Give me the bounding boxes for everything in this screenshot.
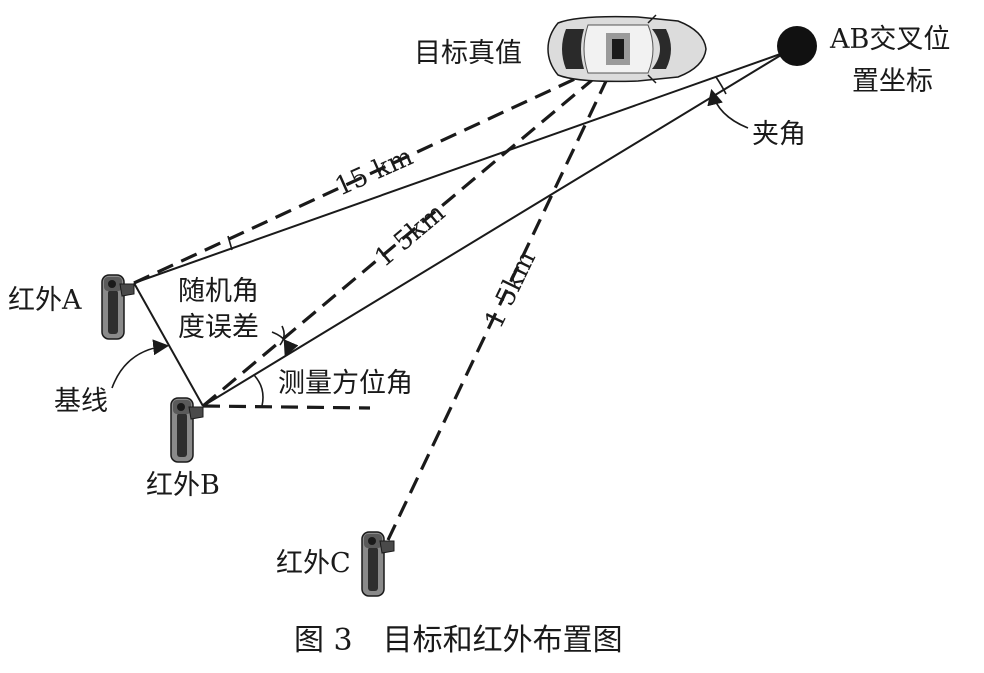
baseline-label: 基线 bbox=[54, 386, 108, 417]
random-error-label-line2: 度误差 bbox=[178, 312, 259, 343]
bearing-line-a bbox=[133, 51, 787, 284]
target-label: 目标真值 bbox=[414, 38, 522, 69]
distance-line-b bbox=[201, 58, 618, 408]
figure-caption: 图 3 目标和红外布置图 bbox=[294, 623, 623, 658]
baseline-arrow bbox=[111, 339, 170, 389]
distance-label-c: 1 5km bbox=[479, 246, 542, 333]
bearing-angle-label: 测量方位角 bbox=[278, 368, 413, 399]
random-error-arc bbox=[279, 325, 285, 346]
bearing-reference-line bbox=[202, 404, 371, 410]
distance-line-c bbox=[386, 59, 618, 541]
included-angle-arc bbox=[715, 76, 727, 95]
bearing-angle-arc bbox=[253, 374, 264, 407]
included-angle-arrow bbox=[707, 88, 749, 129]
infrared-sensor-icon bbox=[361, 531, 395, 597]
bearing-line-b bbox=[202, 51, 787, 407]
sensor-a-label: 红外A bbox=[8, 285, 82, 316]
infrared-sensor-icon bbox=[101, 274, 135, 340]
included-angle-label: 夹角 bbox=[752, 119, 806, 150]
distance-line-a bbox=[133, 58, 617, 285]
sensor-b-label: 红外B bbox=[146, 470, 220, 501]
intersection-label-line1: AB交叉位 bbox=[829, 24, 950, 55]
random-error-label-line1: 随机角 bbox=[178, 276, 259, 307]
distance-label-a: 15 km bbox=[331, 142, 418, 203]
intersection-label-line2: 置坐标 bbox=[852, 66, 933, 97]
infrared-sensor-icon bbox=[170, 397, 204, 463]
error-tick-a bbox=[227, 235, 233, 251]
car-topview-icon bbox=[547, 14, 707, 84]
random-error-arrow bbox=[271, 331, 299, 357]
sensor-c-label: 红外C bbox=[276, 548, 351, 579]
filled-circle-marker bbox=[777, 26, 817, 66]
